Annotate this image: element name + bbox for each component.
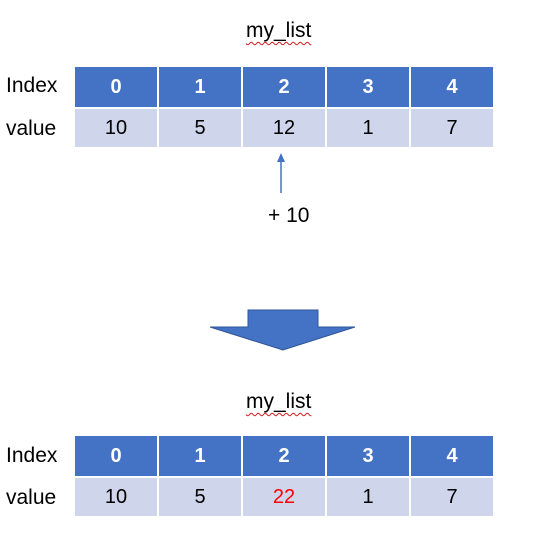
top-index-row: 0 1 2 3 4 [75, 67, 493, 107]
top-value-cell: 1 [327, 109, 409, 147]
bottom-index-label: Index [6, 444, 58, 467]
bottom-index-cell: 1 [159, 436, 241, 476]
increment-annotation: + 10 [268, 204, 310, 227]
top-value-cell: 7 [411, 109, 493, 147]
bottom-value-cell-updated: 22 [243, 478, 325, 516]
bottom-value-cell: 1 [327, 478, 409, 516]
top-index-cell: 2 [243, 67, 325, 107]
bottom-value-cell: 7 [411, 478, 493, 516]
top-index-label: Index [6, 74, 58, 97]
top-list-title: my_list [246, 19, 312, 42]
pointer-arrow-icon [277, 153, 285, 193]
top-index-cell: 3 [327, 67, 409, 107]
top-value-row: 10 5 12 1 7 [75, 109, 493, 147]
bottom-value-cell: 5 [159, 478, 241, 516]
top-index-cell: 0 [75, 67, 157, 107]
top-value-cell: 12 [243, 109, 325, 147]
bottom-value-row: 10 5 22 1 7 [75, 478, 493, 516]
top-index-cell: 1 [159, 67, 241, 107]
bottom-index-row: 0 1 2 3 4 [75, 436, 493, 476]
bottom-index-cell: 2 [243, 436, 325, 476]
top-value-cell: 5 [159, 109, 241, 147]
bottom-index-cell: 0 [75, 436, 157, 476]
down-arrow-icon [209, 309, 356, 351]
bottom-index-cell: 3 [327, 436, 409, 476]
bottom-value-cell: 10 [75, 478, 157, 516]
top-value-label: value [6, 117, 57, 140]
bottom-list-title: my_list [246, 390, 312, 413]
top-index-cell: 4 [411, 67, 493, 107]
bottom-value-label: value [6, 486, 57, 509]
top-value-cell: 10 [75, 109, 157, 147]
bottom-index-cell: 4 [411, 436, 493, 476]
